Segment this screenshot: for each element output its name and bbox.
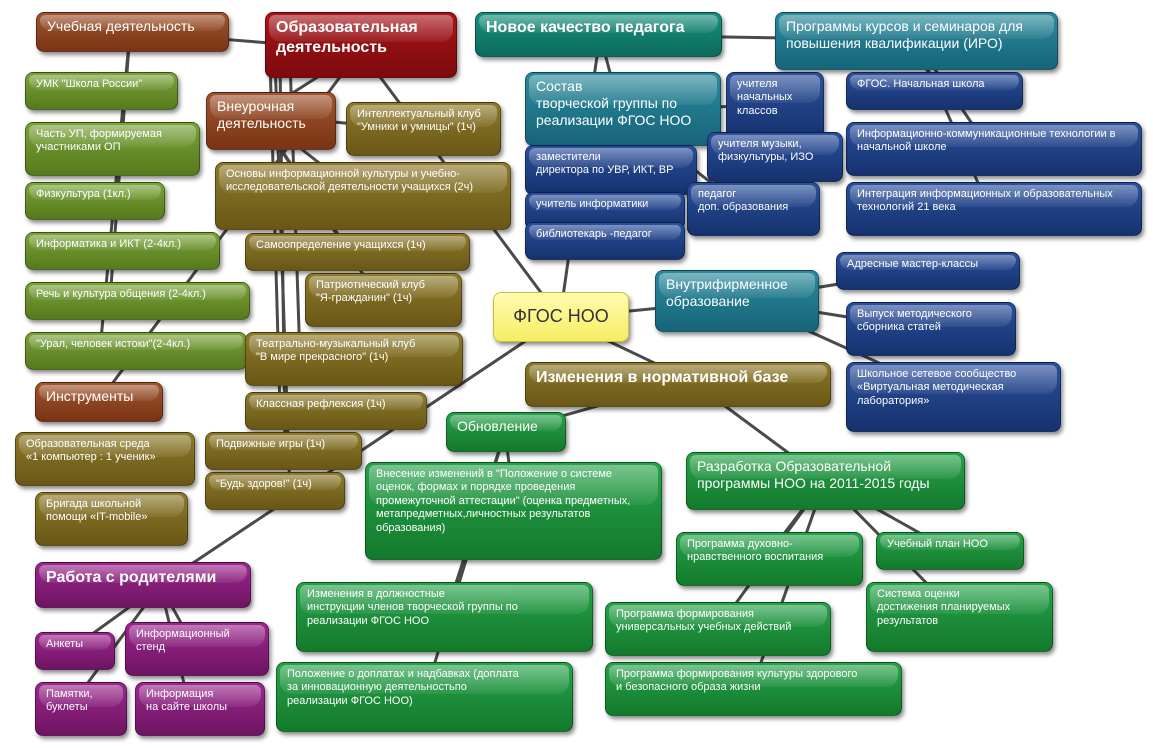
program-development-item[interactable]: Программа формирования универсальных уче…: [605, 602, 831, 656]
learning-activity-label: Учебная деятельность: [47, 18, 195, 34]
extracurricular-label: Внеурочная деятельность: [217, 98, 306, 132]
in-house-training-item[interactable]: Выпуск методического сборника статей: [846, 302, 1016, 356]
center-label: ФГОС НОО: [513, 306, 609, 327]
learning-item[interactable]: Физкультура (1кл.): [25, 182, 165, 220]
in-house-training-label: Внутрифирменное образование: [666, 276, 788, 310]
learning-activity-node[interactable]: Учебная деятельность: [36, 12, 229, 52]
creative-group-node[interactable]: Состав творческой группы по реализации Ф…: [525, 72, 721, 146]
program-development-item[interactable]: Программа формирования культуры здоровог…: [605, 662, 902, 716]
update-item[interactable]: Внесение изменений в "Положение о систем…: [365, 462, 662, 560]
program-development-node[interactable]: Разработка Образовательной программы НОО…: [686, 452, 965, 510]
parents-work-label: Работа с родителями: [46, 569, 217, 586]
learning-item[interactable]: Речь и культура общения (2-4кл.): [25, 282, 250, 320]
teacher-quality-label: Новое качество педагога: [486, 19, 685, 36]
creative-group-member[interactable]: учителя музыки, физкультуры, ИЗО: [707, 132, 843, 182]
regulatory-changes-label: Изменения в нормативной базе: [536, 369, 789, 386]
extracurricular-item[interactable]: Классная рефлексия (1ч): [245, 392, 427, 430]
teacher-quality-header[interactable]: Новое качество педагога: [475, 12, 722, 57]
creative-group-member[interactable]: педагог доп. образования: [687, 182, 820, 236]
program-development-item[interactable]: Учебный план НОО: [876, 532, 1024, 570]
in-house-training-item[interactable]: Школьное сетевое сообщество «Виртуальная…: [846, 362, 1061, 432]
in-house-training-node[interactable]: Внутрифирменное образование: [655, 270, 819, 332]
parents-item[interactable]: Памятки, буклеты: [35, 682, 127, 736]
parents-work-header[interactable]: Работа с родителями: [35, 562, 251, 608]
extracurricular-node[interactable]: Внеурочная деятельность: [206, 92, 336, 150]
extracurricular-item[interactable]: Самоопределение учащихся (1ч): [245, 233, 470, 271]
creative-group-label: Состав творческой группы по реализации Ф…: [536, 78, 692, 129]
update-label: Обновление: [457, 418, 538, 434]
program-development-label: Разработка Образовательной программы НОО…: [697, 458, 930, 492]
update-item[interactable]: Изменения в должностные инструкции члено…: [296, 582, 593, 652]
parents-item[interactable]: Информация на сайте школы: [135, 682, 265, 736]
parents-item[interactable]: Анкеты: [35, 632, 115, 670]
training-program-item[interactable]: ФГОС. Начальная школа: [846, 72, 1023, 110]
creative-group-member[interactable]: библиотекарь -педагог: [525, 222, 685, 260]
education-activity-label: Образовательная деятельность: [276, 19, 418, 56]
learning-item[interactable]: УМК "Школа России": [25, 72, 178, 110]
program-development-item[interactable]: Система оценки достижения планируемых ре…: [866, 582, 1053, 652]
learning-item[interactable]: Информатика и ИКТ (2-4кл.): [25, 232, 220, 270]
tools-node[interactable]: Инструменты: [35, 382, 163, 422]
tools-item[interactable]: Бригада школьной помощи «IT-mobile»: [35, 492, 188, 546]
extracurricular-item[interactable]: Основы информационной культуры и учебно-…: [215, 162, 511, 230]
parents-item[interactable]: Информационный стенд: [125, 622, 269, 676]
creative-group-member[interactable]: заместители директора по УВР, ИКТ, ВР: [525, 145, 697, 195]
tools-label: Инструменты: [46, 388, 134, 404]
tools-item[interactable]: Образовательная среда «1 компьютер : 1 у…: [15, 432, 195, 486]
extracurricular-item[interactable]: Патриотический клуб "Я-гражданин" (1ч): [305, 273, 462, 327]
extracurricular-item[interactable]: Интеллектуальный клуб "Умники и умницы" …: [346, 102, 501, 156]
regulatory-changes-header[interactable]: Изменения в нормативной базе: [525, 362, 831, 407]
education-activity-header[interactable]: Образовательная деятельность: [265, 12, 457, 78]
learning-item[interactable]: "Урал, человек истоки"(2-4кл.): [25, 332, 247, 370]
update-item[interactable]: Положение о доплатах и надбавках (доплат…: [276, 662, 573, 732]
training-program-item[interactable]: Информационно-коммуникационные технологи…: [846, 122, 1142, 176]
learning-item[interactable]: Часть УП, формируемая участниками ОП: [25, 122, 200, 176]
training-program-item[interactable]: Интеграция информационных и образователь…: [846, 182, 1142, 236]
update-node[interactable]: Обновление: [446, 412, 566, 452]
center-node-fgos[interactable]: ФГОС НОО: [493, 292, 629, 342]
program-development-item[interactable]: Программа духовно- нравственного воспита…: [676, 532, 863, 586]
training-programs-node[interactable]: Программы курсов и семинаров для повышен…: [775, 12, 1058, 70]
creative-group-member[interactable]: учителя начальных классов: [726, 72, 824, 140]
extracurricular-item[interactable]: Подвижные игры (1ч): [205, 432, 362, 470]
extracurricular-item[interactable]: Театрально-музыкальный клуб "В мире прек…: [245, 332, 463, 386]
extracurricular-item[interactable]: "Будь здоров!" (1ч): [205, 472, 345, 510]
training-programs-label: Программы курсов и семинаров для повышен…: [786, 18, 1023, 52]
in-house-training-item[interactable]: Адресные мастер-классы: [836, 252, 1020, 290]
